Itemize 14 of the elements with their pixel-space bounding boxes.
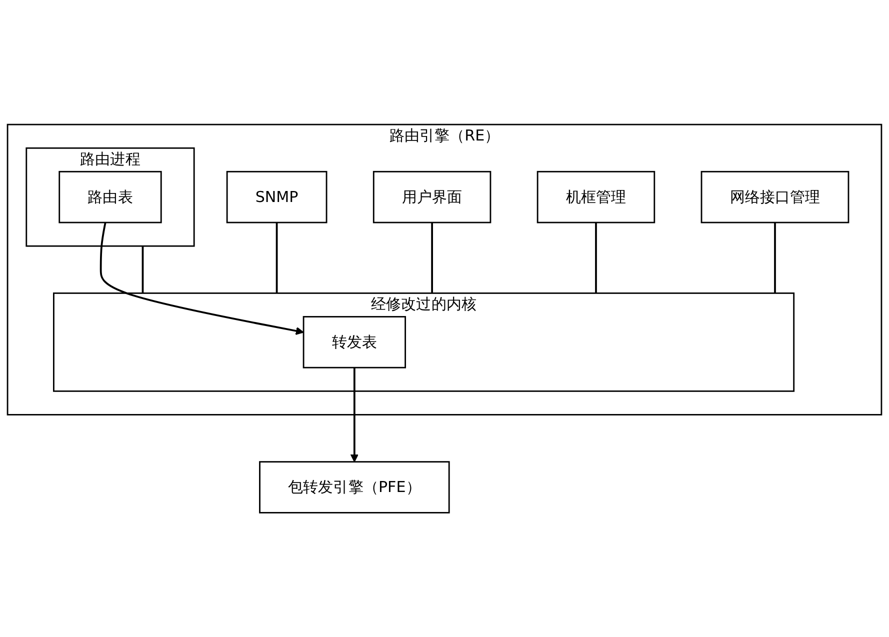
node-box: 包转发引擎（PFE） [259, 460, 450, 514]
node-box: 路由表 [58, 170, 162, 224]
node-box: 转发表 [302, 316, 406, 368]
connector [276, 222, 278, 294]
connector [142, 246, 144, 294]
node-box: 机框管理 [536, 170, 656, 224]
connector [595, 222, 597, 294]
connector [431, 222, 433, 294]
arrow [100, 222, 304, 335]
node-box: SNMP [226, 170, 328, 224]
connector [774, 222, 776, 294]
node-box: 用户界面 [372, 170, 492, 224]
arrow [350, 367, 359, 462]
node-box: 网络接口管理 [700, 170, 850, 224]
